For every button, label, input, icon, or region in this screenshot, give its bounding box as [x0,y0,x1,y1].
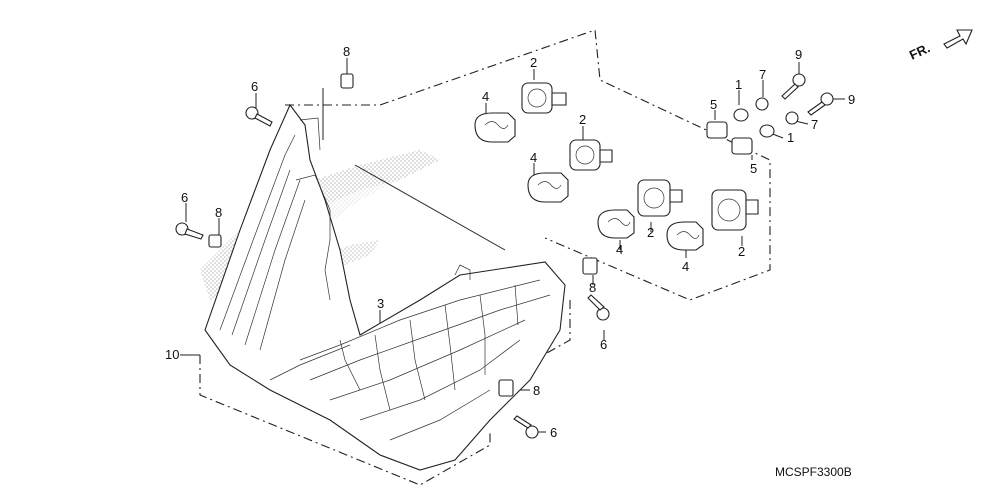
callout-8: 8 [533,383,540,398]
socket-parts [521,82,759,231]
callout-5: 5 [750,161,757,176]
callout-7: 7 [759,67,766,82]
callout-4: 4 [530,150,537,165]
callout-8: 8 [343,44,350,59]
socket-2-a [521,82,567,114]
screw-6-left [175,222,204,240]
clip-8-left [208,234,222,248]
callout-4: 4 [682,259,689,274]
washer-1-a [733,108,749,122]
callout-2: 2 [738,244,745,259]
callout-2: 2 [579,112,586,127]
callout-2: 2 [530,55,537,70]
front-direction-indicator: FR. [907,29,973,63]
callout-5: 5 [710,97,717,112]
callout-labels: 8 6 6 8 3 10 8 6 8 6 4 2 2 4 2 4 4 2 5 5… [165,44,855,440]
bulb-4-b [527,172,569,203]
callout-8: 8 [589,280,596,295]
screw-6-right [587,294,610,321]
socket-2-b [569,139,613,171]
screw-6-top [245,106,273,127]
hardware-parts [706,73,834,155]
clip-8-bottom [498,379,514,397]
callout-1: 1 [735,77,742,92]
bolt-9-a [781,73,806,100]
assembly-outline-upper [285,29,771,301]
socket-2-d [711,189,759,231]
clip-8-top [340,73,354,89]
callout-6: 6 [251,79,258,94]
washer-7-b [785,111,799,125]
washer-1-b [759,124,775,138]
tail-light-housing [204,103,566,471]
socket-2-c [637,179,683,217]
bolt-9-b [807,92,834,116]
callout-7: 7 [811,117,818,132]
clip-parts [208,73,598,397]
callout-9: 9 [795,47,802,62]
callout-10: 10 [165,347,179,362]
screw-parts [175,106,610,439]
callout-1: 1 [787,130,794,145]
screw-6-bottom [513,415,539,439]
bulb-4-d [666,221,704,251]
callout-9: 9 [848,92,855,107]
callout-8: 8 [215,205,222,220]
direction-arrow-icon [943,29,973,49]
bulb-parts [474,112,704,251]
callout-6: 6 [600,337,607,352]
collar-5-a [706,121,728,139]
washer-7-a [755,97,769,111]
callout-2: 2 [647,225,654,240]
diagram-code: MCSPF3300B [775,465,852,479]
callout-4: 4 [482,89,489,104]
callout-4: 4 [616,242,623,257]
callout-6: 6 [181,190,188,205]
clip-8-right [582,257,598,275]
bulb-4-c [597,209,635,239]
bulb-4-a [474,112,516,143]
callout-3: 3 [377,296,384,311]
callout-6: 6 [550,425,557,440]
direction-label: FR. [907,40,932,62]
collar-5-b [731,137,753,155]
